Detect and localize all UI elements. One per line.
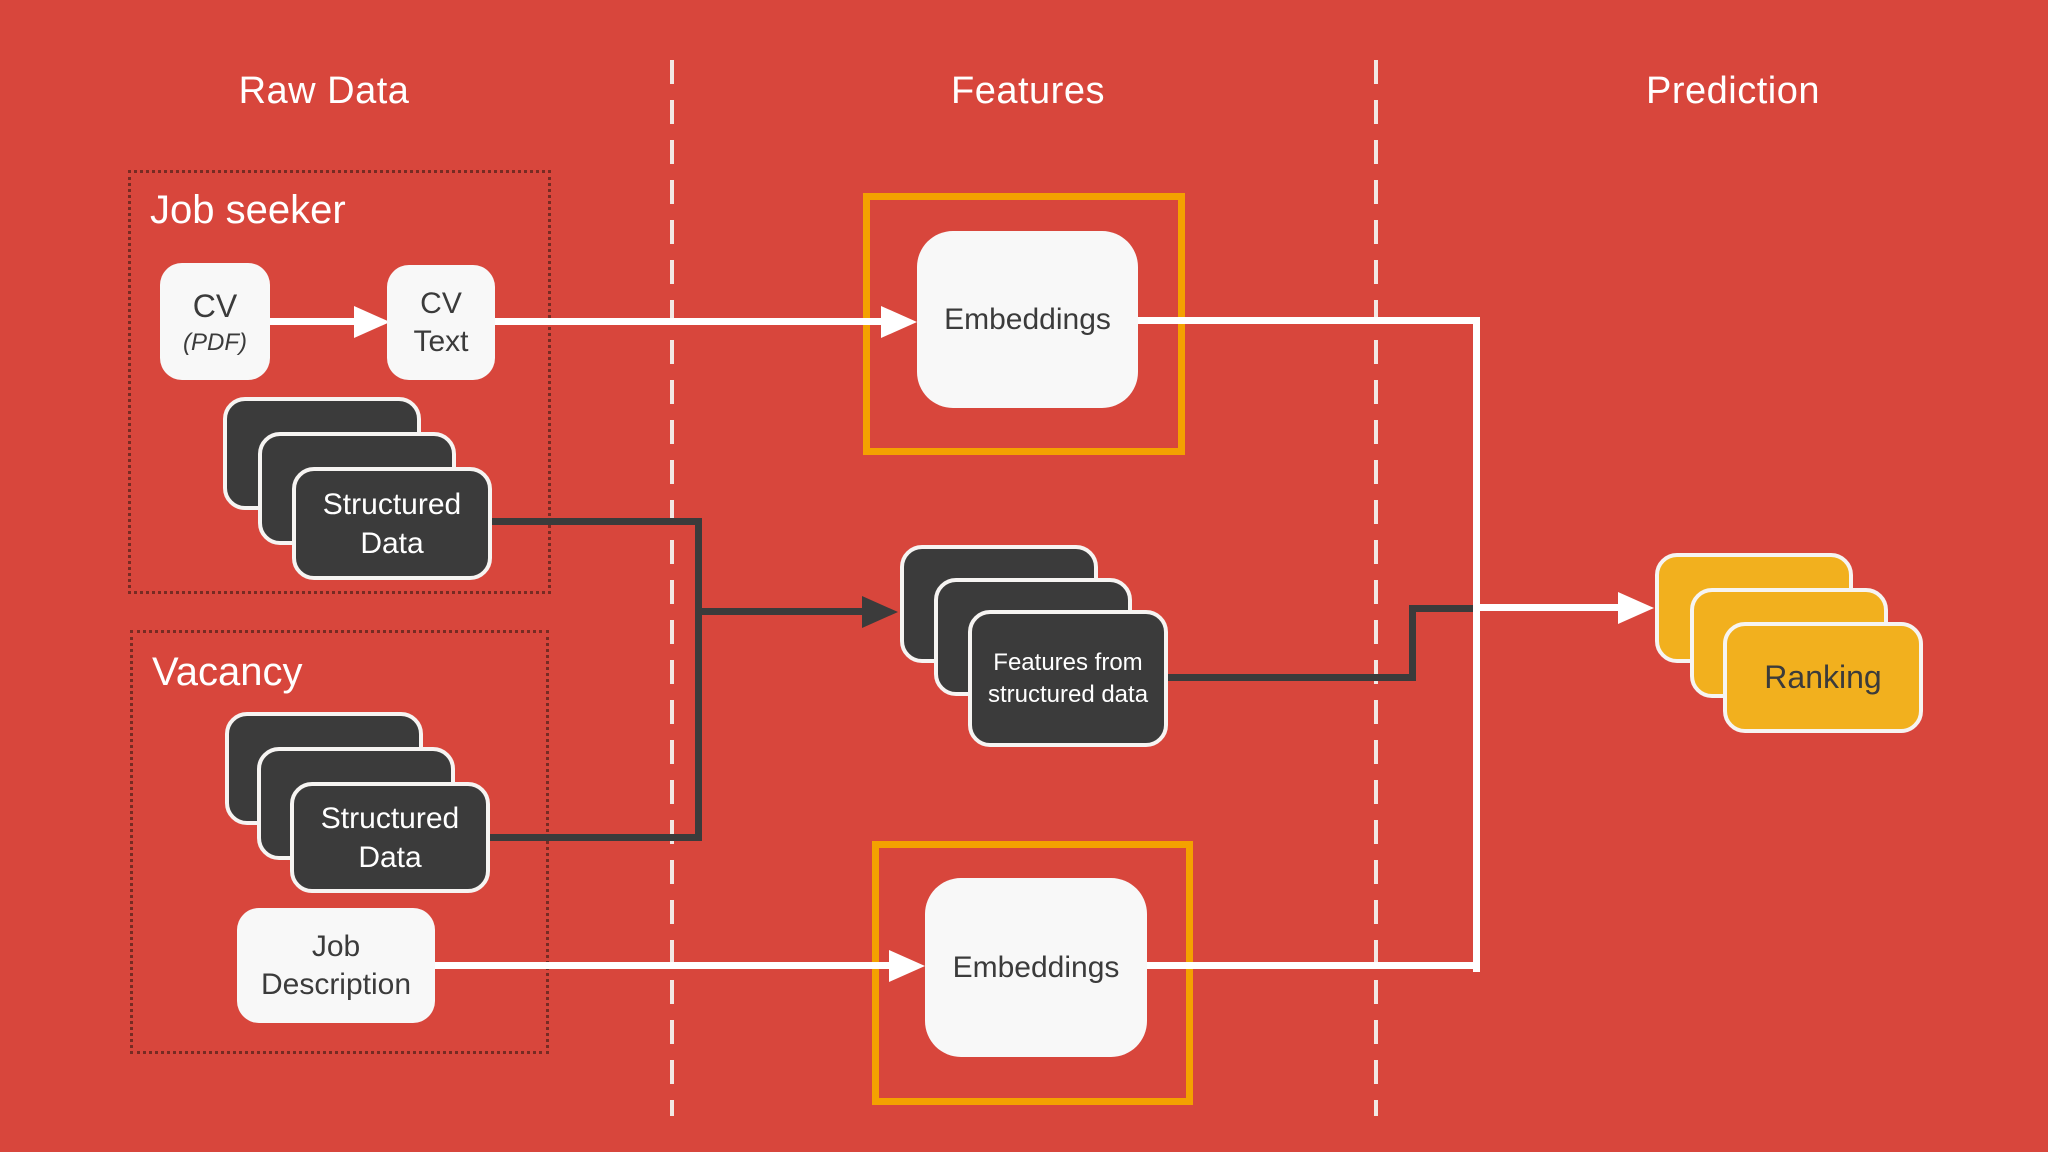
vacancy-group-label: Vacancy [152,650,303,694]
arrowhead-cvtext-to-embeddings [881,306,917,338]
job-description-node: Job Description [237,908,435,1023]
cv-text-label-line2: Text [413,324,469,358]
embeddings-job-outline [872,841,1193,1105]
arrowhead-merge-to-ranking [1618,592,1654,624]
arrowhead-cv-to-cvtext [354,306,390,338]
connector-structured-merge-vertical [695,518,702,841]
connector-features-out-step [1409,605,1416,681]
ranking-label: Ranking [1764,659,1882,695]
features-structured-label-line2: structured data [987,680,1149,708]
cv-pdf-node: CV (PDF) [160,263,270,380]
connector-structured-to-features [702,608,862,615]
connector-cvtext-to-embeddings [495,318,881,325]
job-seeker-structured-label-line2: Data [360,526,424,560]
cv-pdf-label-line2: (PDF) [183,328,247,356]
cv-text-label-line1: CV [420,287,462,320]
column-divider-left [670,60,674,1116]
cv-text-node: CV Text [387,265,495,380]
job-seeker-structured-label-line1: Structured [322,487,462,521]
embeddings-job-label: Embeddings [952,950,1120,984]
features-structured-label-line1: Features from [993,649,1143,677]
embeddings-cv-label: Embeddings [944,302,1111,336]
vacancy-structured-label-line1: Structured [320,801,460,835]
features-structured-card-front: Features from structured data [968,610,1168,747]
connector-features-to-merge [1409,605,1480,612]
connector-embeddings-job-out [1147,962,1480,969]
arrowhead-structured-to-features [862,596,898,628]
embeddings-cv-node: Embeddings [917,231,1138,408]
connector-cv-to-cvtext [270,318,356,325]
arrowhead-jobdescription-to-embeddings [889,950,925,982]
column-header-prediction: Prediction [1646,70,1820,112]
vacancy-structured-label-line2: Data [358,840,422,874]
job-seeker-group-box [128,170,551,594]
cv-pdf-label-line1: CV [192,287,238,324]
connector-jobseeker-structured-out [490,518,702,525]
connector-vacancy-structured-out [490,834,702,841]
job-description-label-line1: Job [311,930,361,963]
connector-merge-to-ranking [1480,604,1618,611]
column-header-features: Features [951,70,1105,112]
job-seeker-group-label: Job seeker [150,188,346,232]
job-description-label-line2: Description [260,967,412,1001]
connector-features-out-horizontal [1168,674,1416,681]
connector-jobdescription-to-embeddings [435,962,889,969]
job-seeker-structured-card-front: Structured Data [292,467,492,580]
embeddings-job-node: Embeddings [925,878,1147,1057]
connector-merge-vertical [1473,317,1480,972]
connector-embeddings-cv-out [1138,317,1480,324]
column-divider-right [1374,60,1378,1116]
column-header-raw-data: Raw Data [238,70,410,112]
vacancy-structured-card-front: Structured Data [290,782,490,893]
ranking-card-front: Ranking [1723,622,1923,733]
vacancy-group-box [130,630,549,1054]
